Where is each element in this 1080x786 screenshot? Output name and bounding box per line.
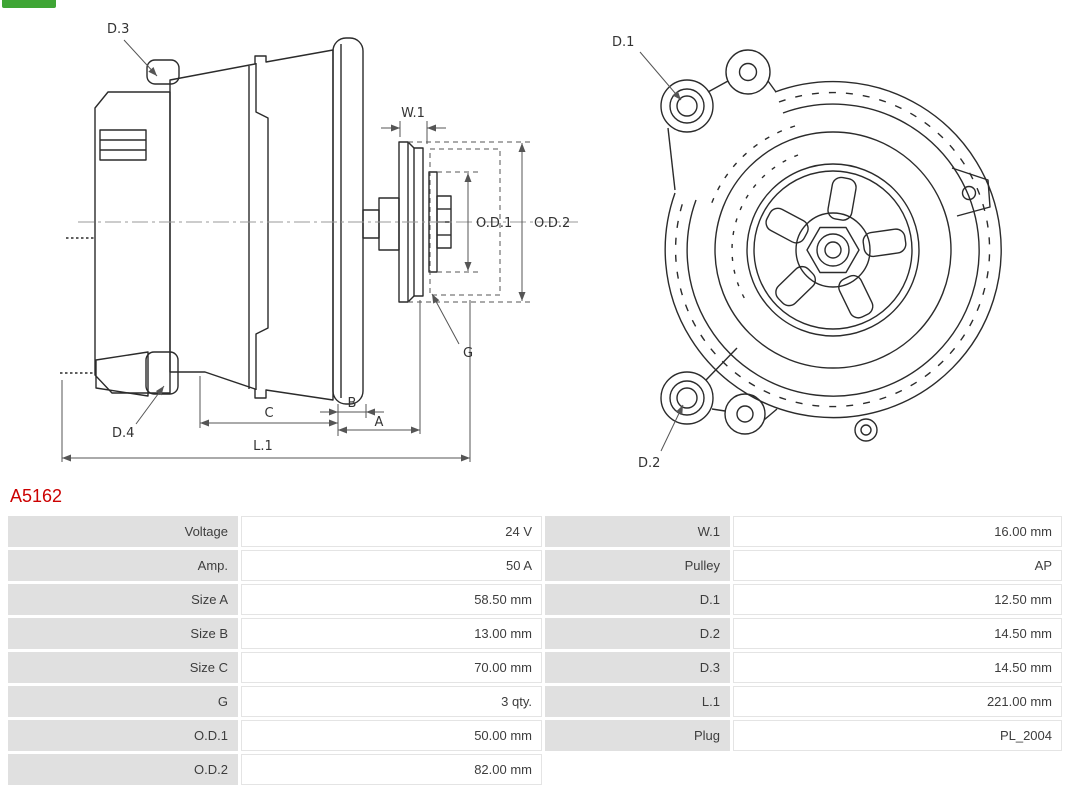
- front-view-labels: D.1 D.2: [612, 35, 660, 471]
- spec-value-g: 3 qty.: [241, 686, 542, 717]
- technical-drawing: D.3 D.4 W.1 O.D.1 O.D.2 G C B A L.1: [60, 22, 1002, 471]
- spec-value-d3: 14.50 mm: [733, 652, 1062, 683]
- dim-label-l1: L.1: [253, 439, 273, 454]
- spec-label-size-a: Size A: [8, 584, 238, 615]
- spec-label-d2: D.2: [545, 618, 730, 649]
- dim-label-od1: O.D.1: [476, 216, 512, 231]
- spec-value-od2: 82.00 mm: [241, 754, 542, 785]
- spec-label-size-c: Size C: [8, 652, 238, 683]
- spec-label-amp: Amp.: [8, 550, 238, 581]
- spec-label-pulley: Pulley: [545, 550, 730, 581]
- dim-label-c: C: [264, 406, 273, 421]
- as-pl-logo-fragment: [2, 0, 56, 8]
- dim-label-d4: D.4: [112, 426, 134, 441]
- front-view-body: [660, 49, 1002, 442]
- dim-label-b: B: [348, 396, 357, 411]
- spec-label-w1: W.1: [545, 516, 730, 547]
- spec-value-plug: PL_2004: [733, 720, 1062, 751]
- dim-label-d2: D.2: [638, 456, 660, 471]
- alternator-front-view: D.1 D.2: [612, 35, 1002, 471]
- part-number: A5162: [10, 486, 63, 506]
- dim-label-a: A: [375, 415, 384, 430]
- side-view-labels: D.3 D.4 W.1 O.D.1 O.D.2 G C B A L.1: [107, 22, 570, 454]
- spec-label-od2: O.D.2: [8, 754, 238, 785]
- spec-table: Voltage 24 V W.1 16.00 mm Amp. 50 A Pull…: [8, 516, 1062, 785]
- spec-value-size-c: 70.00 mm: [241, 652, 542, 683]
- spec-value-voltage: 24 V: [241, 516, 542, 547]
- front-view-dimensions: [639, 51, 684, 452]
- spec-label-voltage: Voltage: [8, 516, 238, 547]
- dim-label-od2: O.D.2: [534, 216, 570, 231]
- technical-drawing-svg: D.3 D.4 W.1 O.D.1 O.D.2 G C B A L.1: [60, 22, 1002, 471]
- spec-label-empty: [545, 754, 730, 785]
- spec-label-plug: Plug: [545, 720, 730, 751]
- spec-value-l1: 221.00 mm: [733, 686, 1062, 717]
- dim-label-g: G: [463, 346, 473, 361]
- spec-value-amp: 50 A: [241, 550, 542, 581]
- spec-value-empty: [733, 754, 1062, 785]
- dim-label-d3: D.3: [107, 22, 129, 37]
- spec-label-g: G: [8, 686, 238, 717]
- spec-label-size-b: Size B: [8, 618, 238, 649]
- dim-label-d1: D.1: [612, 35, 634, 50]
- spec-value-d1: 12.50 mm: [733, 584, 1062, 615]
- spec-value-w1: 16.00 mm: [733, 516, 1062, 547]
- spec-value-pulley: AP: [733, 550, 1062, 581]
- side-view-body: [60, 37, 452, 405]
- spec-label-l1: L.1: [545, 686, 730, 717]
- side-view-dimensions: [61, 39, 578, 462]
- spec-value-d2: 14.50 mm: [733, 618, 1062, 649]
- spec-label-d3: D.3: [545, 652, 730, 683]
- spec-label-d1: D.1: [545, 584, 730, 615]
- spec-value-od1: 50.00 mm: [241, 720, 542, 751]
- spec-value-size-b: 13.00 mm: [241, 618, 542, 649]
- alternator-side-view: D.3 D.4 W.1 O.D.1 O.D.2 G C B A L.1: [60, 22, 578, 462]
- spec-label-od1: O.D.1: [8, 720, 238, 751]
- spec-value-size-a: 58.50 mm: [241, 584, 542, 615]
- dim-label-w1: W.1: [401, 106, 425, 121]
